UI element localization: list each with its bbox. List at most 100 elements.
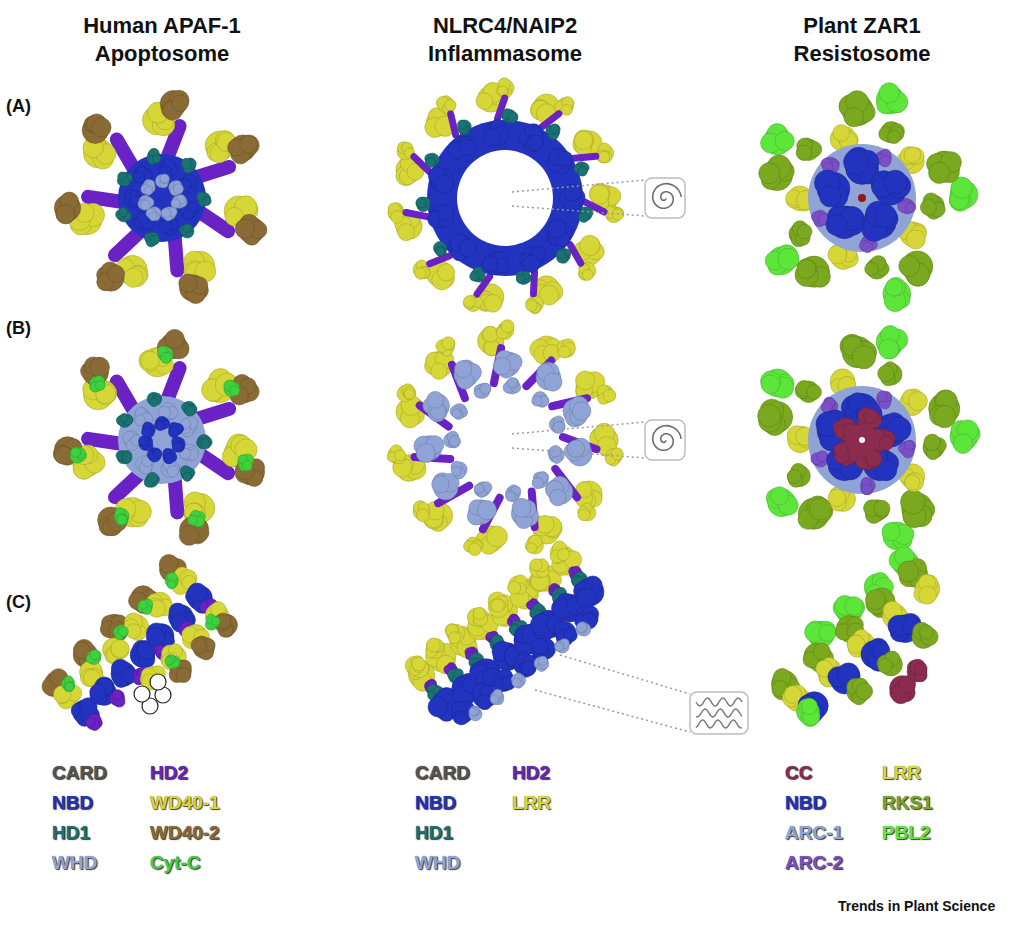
domain-blob: [144, 232, 159, 247]
domain-blob: [912, 622, 938, 648]
domain-strand: [451, 114, 456, 135]
domain-blob: [230, 374, 259, 405]
domain-blob: [787, 463, 810, 487]
domain-blob: [113, 625, 128, 640]
legend-text: NBD: [52, 792, 93, 813]
domain-blob: [604, 206, 623, 222]
domain-blob: [449, 234, 476, 261]
domain-blob: [165, 572, 178, 588]
legend-text: CC: [785, 762, 812, 783]
domain-blob: [450, 404, 467, 420]
domain-blob: [555, 639, 570, 653]
legend-text: NBD: [415, 792, 456, 813]
domain-blob: [469, 706, 482, 721]
domain-blob: [86, 650, 101, 665]
domain-strand: [430, 256, 450, 264]
domain-blob: [877, 651, 902, 676]
domain-blob: [840, 334, 876, 368]
legend-text: HD1: [415, 822, 453, 843]
domain-strand: [574, 156, 595, 158]
domain-blob: [405, 656, 425, 676]
legend-text: ARC-2: [785, 852, 843, 873]
legend-color-text: HD2: [512, 762, 550, 783]
label-text: Human APAF-1 Apoptosome: [83, 13, 241, 66]
domain-blob: [197, 192, 211, 206]
domain-blob: [508, 575, 529, 594]
legend-text: WHD: [52, 852, 97, 873]
legend-color-text: HD2: [150, 762, 188, 783]
domain-blob: [474, 383, 491, 398]
domain-blob: [605, 448, 623, 466]
domain-blob: [796, 138, 822, 161]
domain-blob: [222, 434, 257, 468]
core-disc: [846, 424, 878, 456]
core-disc: [808, 144, 916, 252]
core-disc: [118, 396, 206, 484]
domain-blob: [597, 143, 614, 163]
domain-blob: [188, 510, 205, 526]
legend-text: HD1: [52, 822, 90, 843]
card-cartoon: [150, 674, 166, 690]
domain-blob: [416, 197, 430, 212]
domain-blob: [579, 207, 593, 222]
domain-blob: [470, 267, 486, 282]
domain-blob: [82, 114, 111, 143]
domain-blob: [502, 109, 518, 123]
legend-text: CARD: [415, 762, 470, 783]
domain-blob: [205, 602, 230, 629]
domain-blob: [163, 448, 177, 463]
domain-blob: [428, 204, 454, 228]
domain-blob: [155, 174, 169, 188]
legend-color-text: RKS1: [882, 792, 933, 813]
domain-blob: [574, 162, 589, 176]
domain-blob: [826, 206, 865, 239]
domain-blob: [526, 296, 544, 314]
domain-strand: [533, 272, 534, 294]
legend-entry: CC: [785, 762, 812, 784]
domain-blob: [879, 122, 905, 144]
legend-text: RKS1: [882, 792, 933, 813]
column-heading: Plant ZAR1 Resistosome: [762, 12, 962, 67]
domain-blob: [597, 385, 616, 404]
domain-blob: [795, 256, 830, 287]
legend-text: ARC-1: [785, 822, 843, 843]
legend-entry: WD40-1: [150, 792, 220, 814]
domain-blob: [795, 381, 821, 403]
domain-blob: [761, 124, 795, 155]
label-text: (C): [6, 592, 31, 612]
legend-color-text: NBD: [415, 792, 456, 813]
legend-text: PBL2: [882, 822, 931, 843]
domain-blob: [169, 181, 184, 196]
domain-blob: [548, 149, 573, 174]
legend-entry: NBD: [415, 792, 456, 814]
domain-blob: [576, 622, 591, 636]
core-disc: [118, 154, 206, 242]
domain-blob: [506, 485, 521, 502]
domain-blob: [761, 369, 794, 398]
domain-blob: [451, 461, 467, 478]
legend-text: CARD: [52, 762, 107, 783]
legend-entry: NBD: [52, 792, 93, 814]
domain-blob: [397, 384, 416, 402]
legend-color-text: Cyt-C: [150, 852, 201, 873]
legend-color-text: LRR: [512, 792, 551, 813]
domain-blob: [172, 437, 185, 452]
domain-blob: [147, 392, 162, 406]
domain-blob: [899, 251, 933, 286]
domain-blob: [238, 454, 254, 471]
domain-blob: [547, 220, 572, 247]
domain-blob: [488, 592, 508, 612]
domain-blob: [758, 399, 793, 435]
legend-text: Cyt-C: [150, 852, 201, 873]
legend-entry: CARD: [52, 762, 107, 784]
column-heading: NLRC4/NAIP2 Inflammasome: [405, 12, 605, 67]
domain-blob: [861, 477, 876, 494]
domain-blob: [54, 192, 80, 224]
domain-blob: [534, 656, 549, 671]
domain-blob: [116, 451, 132, 464]
domain-blob: [138, 599, 153, 614]
domain-blob: [179, 274, 209, 303]
legend-color-text: HD1: [415, 822, 453, 843]
legend-text: HD2: [150, 762, 188, 783]
domain-blob: [86, 714, 102, 731]
